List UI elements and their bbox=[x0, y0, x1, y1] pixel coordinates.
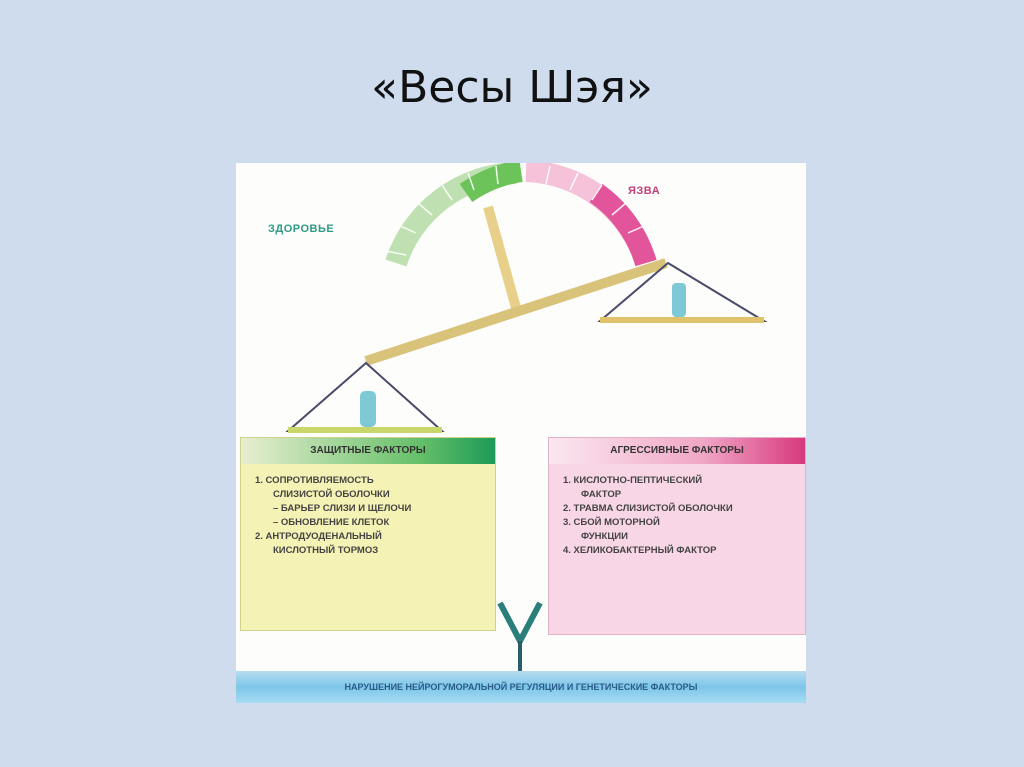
list-item: ФУНКЦИИ bbox=[581, 531, 628, 542]
protective-header: ЗАЩИТНЫЕ ФАКТОРЫ bbox=[241, 438, 495, 464]
left-weight bbox=[360, 391, 376, 427]
aggressive-factors-box: АГРЕССИВНЫЕ ФАКТОРЫ 1. КИСЛОТНО-ПЕПТИЧЕС… bbox=[548, 437, 806, 635]
list-item: КИСЛОТНЫЙ ТОРМОЗ bbox=[273, 545, 379, 556]
shay-scales-diagram: ЗДОРОВЬЕ ЯЗВА ЗАЩИТНЫЕ ФАКТОРЫ 1. СОПРОТ… bbox=[236, 163, 806, 703]
slide-title: «Весы Шэя» bbox=[371, 62, 653, 113]
protective-list: 1. СОПРОТИВЛЯЕМОСТЬ СЛИЗИСТОЙ ОБОЛОЧКИ –… bbox=[241, 474, 495, 558]
list-item: – БАРЬЕР СЛИЗИ И ЩЕЛОЧИ bbox=[273, 503, 412, 514]
protective-factors-box: ЗАЩИТНЫЕ ФАКТОРЫ 1. СОПРОТИВЛЯЕМОСТЬ СЛИ… bbox=[240, 437, 496, 631]
health-label: ЗДОРОВЬЕ bbox=[268, 223, 335, 235]
aggressive-list: 1. КИСЛОТНО-ПЕПТИЧЕСКИЙ ФАКТОР 2. ТРАВМА… bbox=[549, 474, 805, 558]
list-item: 2. ТРАВМА СЛИЗИСТОЙ ОБОЛОЧКИ bbox=[563, 503, 733, 514]
list-item: СЛИЗИСТОЙ ОБОЛОЧКИ bbox=[273, 489, 390, 500]
scale-pointer bbox=[483, 205, 523, 317]
right-weight bbox=[672, 283, 686, 317]
list-item: – ОБНОВЛЕНИЕ КЛЕТОК bbox=[273, 517, 390, 528]
list-item: 1. КИСЛОТНО-ПЕПТИЧЕСКИЙ bbox=[563, 475, 703, 486]
scale-beam bbox=[364, 258, 668, 366]
aggressive-header: АГРЕССИВНЫЕ ФАКТОРЫ bbox=[549, 438, 805, 464]
scales-illustration bbox=[285, 163, 768, 671]
list-item: 4. ХЕЛИКОБАКТЕРНЫЙ ФАКТОР bbox=[563, 545, 717, 556]
list-item: 2. АНТРОДУОДЕНАЛЬНЫЙ bbox=[255, 531, 382, 542]
ulcer-label: ЯЗВА bbox=[628, 185, 661, 197]
list-item: ФАКТОР bbox=[581, 489, 622, 500]
list-item: 3. СБОЙ МОТОРНОЙ bbox=[563, 517, 660, 528]
list-item: 1. СОПРОТИВЛЯЕМОСТЬ bbox=[255, 475, 374, 486]
right-pan bbox=[600, 317, 764, 323]
regulation-bar: НАРУШЕНИЕ НЕЙРОГУМОРАЛЬНОЙ РЕГУЛЯЦИИ И Г… bbox=[236, 671, 806, 703]
left-pan bbox=[288, 427, 442, 433]
